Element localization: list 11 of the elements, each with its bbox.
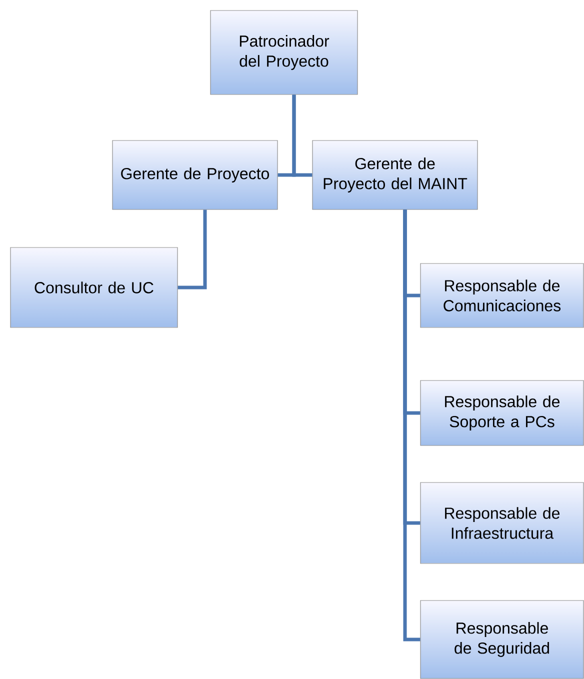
org-box: Consultor de UC xyxy=(10,247,178,328)
org-box: Responsable de Comunicaciones xyxy=(420,263,584,328)
org-box: Gerente de Proyecto del MAINT xyxy=(312,140,478,210)
connector-line xyxy=(403,210,420,642)
org-box: Patrocinador del Proyecto xyxy=(210,10,358,95)
org-box: Gerente de Proyecto xyxy=(112,140,278,210)
org-box: Responsable de Seguridad xyxy=(420,600,584,679)
org-box: Responsable de Infraestructura xyxy=(420,482,584,564)
connector-line xyxy=(292,94,312,177)
org-box: Responsable de Soporte a PCs xyxy=(420,380,584,446)
connector-line xyxy=(178,210,207,290)
